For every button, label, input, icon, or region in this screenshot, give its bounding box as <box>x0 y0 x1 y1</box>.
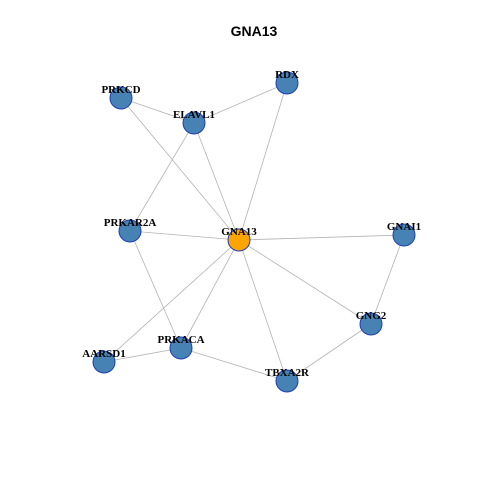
node-label-prkaca: PRKACA <box>157 334 204 346</box>
edge-tbxa2r-gng2 <box>286 323 372 382</box>
graph-title: GNA13 <box>231 23 278 39</box>
node-label-gng2: GNG2 <box>356 310 387 322</box>
node-tbxa2r[interactable]: TBXA2R <box>265 367 310 393</box>
node-circle-rdx[interactable] <box>275 71 299 95</box>
edge-gna13-tbxa2r <box>238 239 288 382</box>
node-prkaca[interactable]: PRKACA <box>157 334 205 360</box>
edge-layer <box>103 82 405 382</box>
edge-gna13-aarsd1 <box>103 239 240 363</box>
edge-gna13-prkaca <box>180 239 240 349</box>
node-label-gnai1: GNAI1 <box>387 221 421 233</box>
node-circle-tbxa2r[interactable] <box>275 369 299 393</box>
edge-prkcd-gna13 <box>120 97 240 241</box>
node-gna13[interactable]: GNA13 <box>221 226 257 252</box>
node-label-rdx: RDX <box>275 69 299 81</box>
edge-elavl1-prkar2a <box>129 122 195 232</box>
node-gng2[interactable]: GNG2 <box>356 310 387 336</box>
node-circle-elavl1[interactable] <box>182 111 206 135</box>
edge-elavl1-gna13 <box>193 122 240 241</box>
node-label-gna13: GNA13 <box>221 226 257 238</box>
node-gnai1[interactable]: GNAI1 <box>387 221 421 247</box>
node-circle-prkaca[interactable] <box>169 336 193 360</box>
edge-gna13-gng2 <box>238 239 372 325</box>
node-label-tbxa2r: TBXA2R <box>265 367 310 379</box>
node-prkcd[interactable]: PRKCD <box>101 84 141 110</box>
node-circle-gng2[interactable] <box>359 312 383 336</box>
node-elavl1[interactable]: ELAVL1 <box>173 109 215 135</box>
edge-elavl1-rdx <box>193 82 288 124</box>
edge-prkar2a-gna13 <box>129 230 240 241</box>
node-circle-gna13[interactable] <box>227 228 251 252</box>
edge-gna13-gnai1 <box>238 234 405 241</box>
node-label-elavl1: ELAVL1 <box>173 109 215 121</box>
node-circle-aarsd1[interactable] <box>92 350 116 374</box>
edge-aarsd1-prkaca <box>103 347 182 363</box>
node-label-prkar2a: PRKAR2A <box>104 217 157 229</box>
node-prkar2a[interactable]: PRKAR2A <box>104 217 157 243</box>
node-circle-gnai1[interactable] <box>392 223 416 247</box>
edge-prkar2a-prkaca <box>129 230 182 349</box>
edge-gnai1-gng2 <box>370 234 405 325</box>
node-label-prkcd: PRKCD <box>101 84 140 96</box>
edge-prkaca-tbxa2r <box>180 347 288 382</box>
node-rdx[interactable]: RDX <box>275 69 299 95</box>
edge-prkcd-elavl1 <box>120 97 195 124</box>
node-aarsd1[interactable]: AARSD1 <box>82 348 126 374</box>
node-circle-prkar2a[interactable] <box>118 219 142 243</box>
edge-rdx-gna13 <box>238 82 288 241</box>
node-label-aarsd1: AARSD1 <box>82 348 125 360</box>
node-circle-prkcd[interactable] <box>109 86 133 110</box>
